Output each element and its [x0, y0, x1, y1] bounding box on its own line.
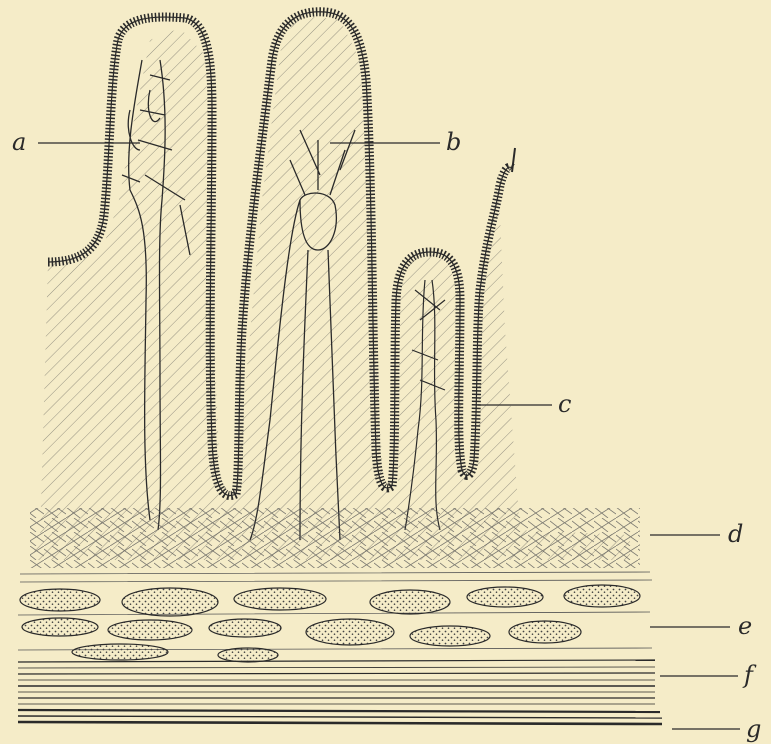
submucosa-layer	[30, 508, 640, 568]
label-f: f	[742, 661, 757, 689]
label-a: a	[12, 128, 26, 156]
label-g: g	[746, 715, 761, 743]
muscle-layer-circular	[18, 572, 652, 662]
label-c: c	[558, 390, 571, 418]
label-b: b	[446, 128, 461, 156]
serosa-layer	[18, 710, 662, 724]
label-d: d	[728, 520, 743, 548]
muscle-layer-longitudinal	[18, 660, 655, 704]
label-e: e	[738, 612, 752, 640]
